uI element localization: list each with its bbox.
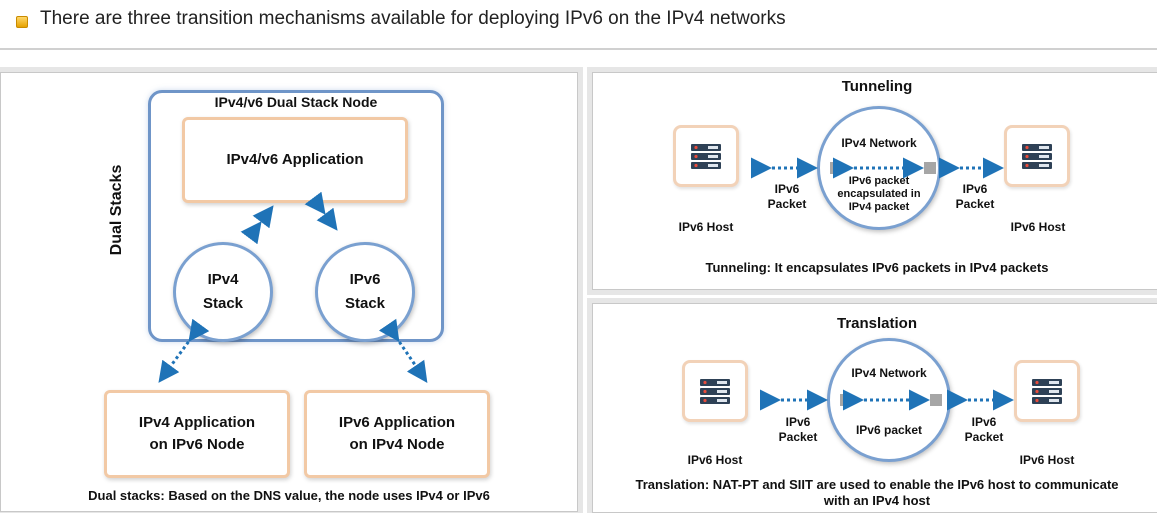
header-divider	[0, 48, 1157, 50]
bullet-square-icon	[16, 16, 28, 28]
translation-left-packet-line-2: Packet	[778, 430, 818, 444]
dual-stacks-caption: Dual stacks: Based on the DNS value, the…	[88, 488, 490, 503]
server-icon	[700, 379, 730, 404]
translation-right-packet-line-1: IPv6	[971, 415, 997, 429]
tunneling-left-packet-line-1: IPv6	[774, 182, 800, 196]
ipv4-application-on-ipv6-node-box: IPv4 Application on IPv6 Node	[104, 390, 290, 478]
ipv6-stack-circle: IPv6 Stack	[315, 242, 415, 342]
tunneling-left-packet-line-2: Packet	[767, 197, 807, 211]
tunneling-right-packet-line-2: Packet	[955, 197, 995, 211]
translation-right-host-label: IPv6 Host	[1019, 453, 1075, 467]
translation-left-packet-label: IPv6 Packet	[775, 415, 821, 445]
tunneling-network-label: IPv4 Network	[841, 136, 917, 150]
ipv6-app-line-2: on IPv4 Node	[349, 436, 445, 453]
tunneling-right-host-box	[1004, 125, 1070, 187]
translation-left-host-label: IPv6 Host	[687, 453, 743, 467]
tunneling-right-host-label: IPv6 Host	[1010, 220, 1066, 234]
tunneling-left-packet-label: IPv6 Packet	[764, 182, 810, 212]
translation-left-packet-line-1: IPv6	[785, 415, 811, 429]
ipv4-app-line-2: on IPv6 Node	[149, 436, 245, 453]
ipv4-v6-application-label: IPv4/v6 Application	[226, 151, 364, 168]
tunneling-title: Tunneling	[841, 78, 913, 95]
translation-left-host-box	[682, 360, 748, 422]
translation-inner-text: IPv6 packet	[855, 423, 923, 437]
translation-caption: Translation: NAT-PT and SIIT are used to…	[592, 477, 1157, 509]
translation-right-packet-label: IPv6 Packet	[961, 415, 1007, 445]
ipv4-app-line-1: IPv4 Application	[138, 414, 256, 431]
translation-network-label: IPv4 Network	[851, 366, 927, 380]
translation-title: Translation	[836, 315, 918, 332]
server-icon	[1032, 379, 1062, 404]
tunneling-inner-line-3: IPv4 packet	[848, 201, 910, 213]
tunneling-right-packet-line-1: IPv6	[962, 182, 988, 196]
tunneling-caption: Tunneling: It encapsulates IPv6 packets …	[705, 260, 1049, 275]
ipv6-stack-line-1: IPv6	[349, 271, 381, 288]
translation-caption-line-1: Translation: NAT-PT and SIIT are used to…	[635, 477, 1119, 492]
ipv6-stack-line-2: Stack	[344, 295, 386, 312]
ipv4-v6-application-box: IPv4/v6 Application	[182, 117, 408, 203]
headline: There are three transition mechanisms av…	[40, 8, 786, 29]
translation-right-host-box	[1014, 360, 1080, 422]
tunneling-right-packet-label: IPv6 Packet	[952, 182, 998, 212]
ipv4-stack-line-2: Stack	[202, 295, 244, 312]
tunneling-left-host-box	[673, 125, 739, 187]
bidirectional-arrow-icon	[378, 318, 428, 383]
ipv6-application-on-ipv4-node-box: IPv6 Application on IPv4 Node	[304, 390, 490, 478]
translation-right-packet-line-2: Packet	[964, 430, 1004, 444]
tunneling-inner-line-2: encapsulated in	[837, 188, 921, 200]
bidirectional-arrow-icon	[158, 318, 210, 383]
translation-exit-square	[930, 394, 942, 406]
translation-caption-line-2: with an IPv4 host	[823, 493, 931, 508]
tunneling-left-host-label: IPv6 Host	[678, 220, 734, 234]
ipv4-stack-line-1: IPv4	[207, 271, 239, 288]
server-icon	[691, 144, 721, 169]
ipv6-app-line-1: IPv6 Application	[338, 414, 456, 431]
server-icon	[1022, 144, 1052, 169]
dual-stack-node-title: IPv4/v6 Dual Stack Node	[214, 94, 378, 110]
tunnel-exit-square	[924, 162, 936, 174]
